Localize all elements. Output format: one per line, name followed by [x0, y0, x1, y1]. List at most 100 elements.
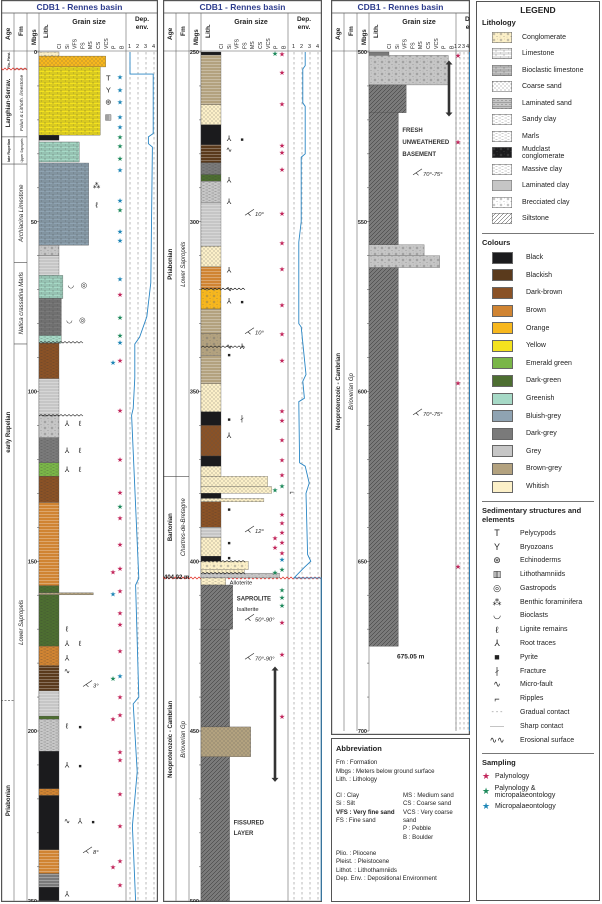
lithology-pattern: [201, 181, 221, 203]
legend-colour-item: Greenish: [482, 390, 594, 408]
sample-star-palynology: ★: [117, 791, 123, 799]
age-label: early Rupelian: [6, 411, 12, 452]
depth-label: 300: [190, 220, 199, 226]
header-mbgs: Mbgs: [194, 29, 200, 45]
depositional-environment-curve: [129, 52, 154, 901]
lithology-pattern: [201, 55, 221, 105]
ripples-icon: ⌐: [290, 487, 295, 496]
sample-star-palynology: ★: [110, 716, 116, 724]
legend-lithology-item: Conglomerate: [482, 29, 594, 46]
depth-label: 350: [190, 390, 199, 396]
legend-lithology-item: Brecciated clay: [482, 194, 594, 211]
lithology-pattern: [39, 415, 59, 438]
sample-star-palyno_micro: ★: [279, 566, 285, 574]
divider: [482, 501, 594, 503]
dip-symbol-icon: [415, 172, 419, 176]
grain-class-label: MS: [250, 41, 256, 49]
lithology-pattern: [39, 849, 59, 874]
age-label: late Rupelian: [7, 138, 11, 162]
lithology-pattern: [201, 537, 221, 557]
sample-star-micro: ★: [117, 339, 123, 347]
dip-label: 70°-75°: [423, 412, 443, 418]
abbr-item: Si : Silt: [336, 800, 355, 808]
gradual-icon: - - -: [491, 709, 503, 717]
age-label: Langhian-Serrav.: [6, 78, 12, 127]
legend-label: Brown-grey: [526, 465, 562, 473]
colour-swatch: [492, 339, 513, 352]
legend-label: Bryozoans: [520, 543, 554, 551]
sample-star-palynology: ★: [279, 437, 285, 445]
lithology-pattern: [369, 255, 440, 268]
depth-label: 100: [28, 390, 37, 396]
sample-star-palynology: ★: [117, 647, 123, 655]
sample-star-palynology: ★: [110, 864, 116, 872]
dip-label: 3°: [93, 683, 99, 689]
sample-star-icon: ★: [482, 786, 491, 797]
divider: [482, 233, 594, 234]
grain-class-label: FS: [80, 42, 86, 49]
legend-label: Pyrite: [520, 653, 538, 661]
header-dep-env: Dep.: [135, 16, 149, 23]
sample-star-palynology: ★: [117, 565, 123, 573]
sample-star-icon: ★: [482, 801, 491, 812]
sample-star-palynology: ★: [117, 407, 123, 415]
header-dep-env: Dep.: [465, 16, 470, 23]
dip-symbol-icon: [247, 529, 251, 533]
legend-label: Root traces: [520, 640, 556, 648]
sample-star-palynology: ★: [117, 609, 123, 617]
ripples-icon: ⌐: [494, 693, 500, 704]
legend-label: Dark-brown: [526, 289, 563, 297]
formation-label: Falun & Lithoth. limestone: [19, 75, 25, 131]
pyrite-icon: ■: [227, 541, 230, 547]
erosional-surface: [200, 345, 246, 348]
colour-swatch: [492, 392, 513, 405]
root-icon: ⅄: [78, 816, 83, 825]
pyrite-icon: ■: [240, 299, 243, 305]
erosional-surface: [200, 287, 246, 291]
lithology-pattern: [201, 355, 221, 384]
lithothamniid-icon: ▥: [105, 113, 112, 122]
sample-star-palynology: ★: [279, 149, 285, 157]
microfault-icon: ∿: [64, 666, 70, 675]
legend-structure-item: ∤Fracture: [482, 664, 594, 678]
sample-star-palyno_micro: ★: [279, 586, 285, 594]
microfault-icon: ∿: [493, 679, 501, 690]
legend-label: Bluish-grey: [526, 412, 562, 420]
legend-lithology-item: Bioclastic limestone: [482, 62, 594, 79]
lithology-swatch-icon: [492, 81, 512, 93]
lithology-pattern: [39, 437, 59, 463]
lithology-swatch-icon: [492, 31, 512, 43]
header-grain-size: Grain size: [234, 19, 268, 26]
legend-label: Fracture: [520, 667, 547, 675]
env-tick-label: 3: [144, 44, 147, 50]
arrow-head-icon: [271, 666, 279, 671]
sample-star-palynology: ★: [117, 291, 123, 299]
legend-label: Gradual contact: [520, 709, 570, 717]
lithology-pattern: [201, 246, 221, 267]
grain-class-label: MS: [88, 41, 94, 49]
legend-label: Siltstone: [522, 215, 549, 223]
lithology-pattern: [201, 756, 230, 901]
sample-star-palyno_micro: ★: [117, 143, 123, 151]
lithology-pattern: [201, 498, 264, 502]
legend-label: Palynology: [495, 773, 530, 781]
lithology-pattern: [201, 202, 221, 247]
lithology-pattern: [201, 333, 221, 356]
root-icon: ⅄: [65, 889, 70, 898]
header-mbgs: Mbgs: [32, 29, 38, 45]
legend-label: Massive clay: [522, 165, 563, 173]
abbr-item: Mbgs : Meters below ground surface: [336, 767, 435, 775]
legend-lithology-item: Mudclast conglomerate: [482, 145, 594, 162]
sample-star-palynology: ★: [117, 823, 123, 831]
lithology-pattern: [39, 646, 59, 666]
sample-star-micro: ★: [117, 276, 123, 284]
abbreviation-title: Abbreviation: [336, 744, 382, 753]
sample-star-palynology: ★: [455, 563, 461, 571]
grain-class-label: MS: [418, 41, 424, 49]
lithology-swatch-icon: [492, 130, 512, 142]
lithology-pattern: [201, 466, 221, 477]
sample-star-palyno_micro: ★: [272, 569, 278, 577]
